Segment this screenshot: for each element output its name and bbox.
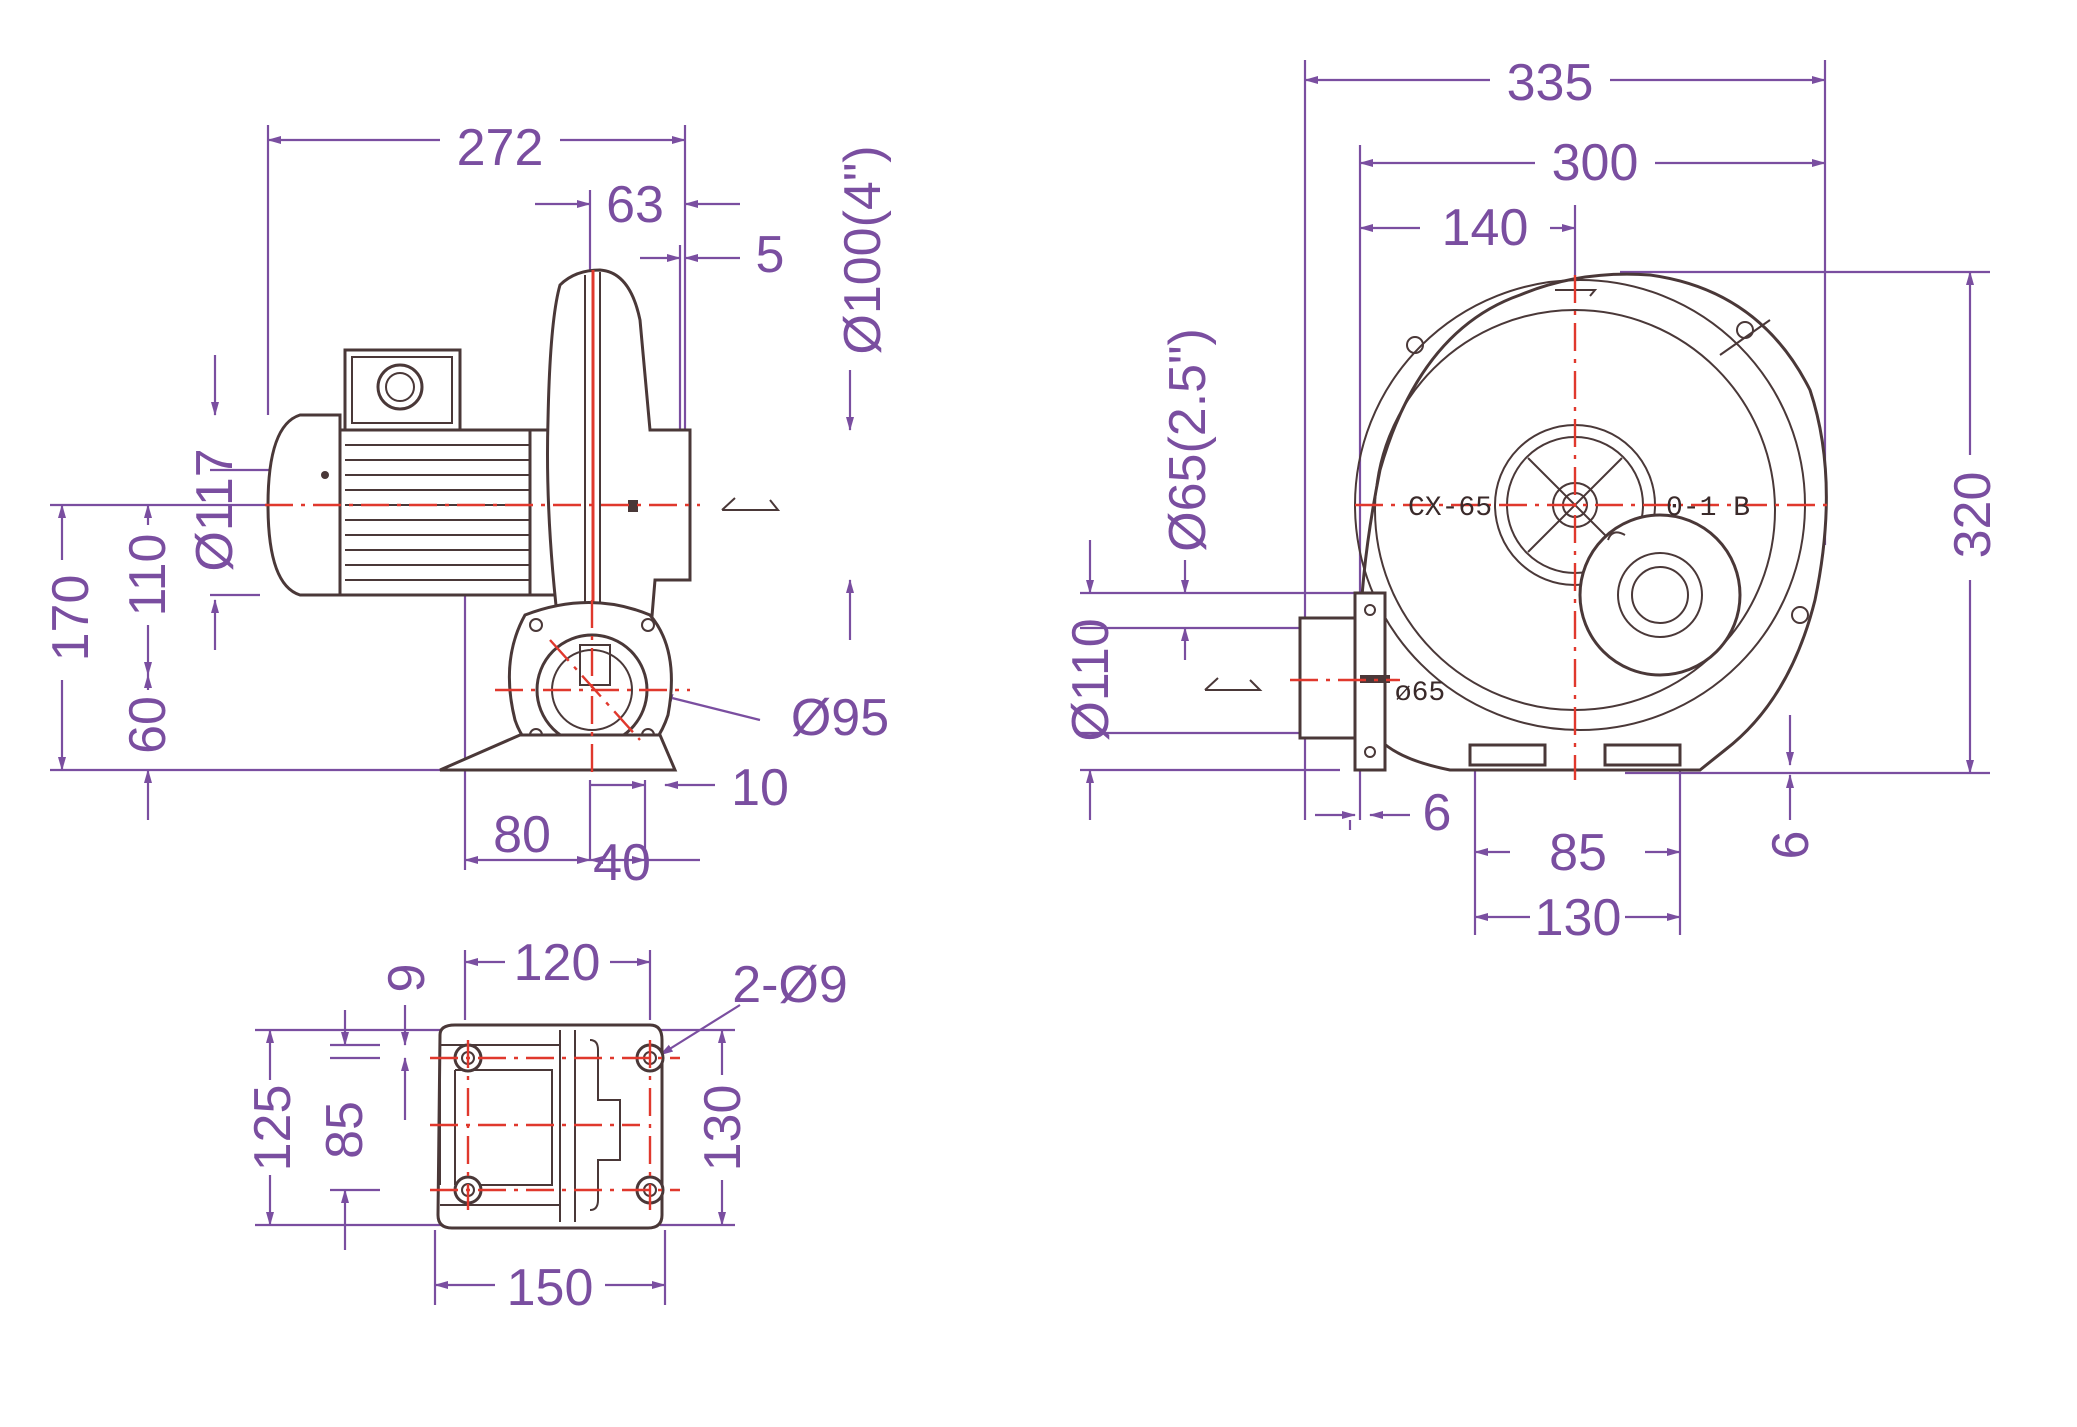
dim-110: 110 (119, 534, 177, 617)
dim-dia95: Ø95 (791, 689, 889, 747)
dim-9: 9 (378, 964, 436, 993)
blower-housing-front (1298, 272, 1828, 772)
model-label: CX-65 (1408, 493, 1492, 524)
airflow-arrow-icon-front (1204, 677, 1263, 691)
front-view: CX-65 0-1 B ø65 335 300 140 320 Ø65(2.5"… (1062, 54, 2002, 947)
dim-300: 300 (1552, 134, 1639, 192)
dim-125: 125 (244, 1085, 302, 1172)
dim-320: 320 (1944, 472, 2002, 559)
dim-63: 63 (606, 176, 664, 234)
dim-40: 40 (593, 834, 651, 892)
dim-80: 80 (493, 806, 551, 864)
dim-10: 10 (731, 759, 789, 817)
model-suffix-label: 0-1 B (1666, 493, 1750, 524)
dim-dia110: Ø110 (1062, 618, 1120, 741)
dim-6-vertical: 6 (1762, 831, 1820, 860)
dim-272: 272 (457, 119, 544, 177)
dim-85-front: 85 (1549, 824, 1607, 882)
dim-dia117: Ø117 (186, 448, 244, 571)
dim-60: 60 (119, 696, 177, 754)
outlet-size-label: ø65 (1395, 678, 1445, 709)
side-base-foot (439, 733, 678, 772)
dim-6-horizontal: 6 (1423, 784, 1452, 842)
side-view: 272 63 5 Ø100(4") Ø117 170 110 60 Ø95 10… (42, 119, 892, 892)
dim-170: 170 (42, 575, 100, 662)
dim-335: 335 (1507, 54, 1594, 112)
dim-130-front: 130 (1535, 889, 1622, 947)
dim-140: 140 (1442, 199, 1529, 257)
airflow-arrow-icon (721, 497, 781, 511)
dim-5: 5 (756, 226, 785, 284)
dim-130-base: 130 (694, 1085, 752, 1172)
dim-150: 150 (507, 1259, 594, 1317)
dim-120: 120 (514, 934, 601, 992)
base-view: 120 9 2-Ø9 125 85 130 150 (244, 934, 848, 1317)
base-plate (436, 1023, 665, 1230)
blower-housing-side (546, 268, 692, 642)
dim-dia100: Ø100(4") (834, 145, 892, 354)
dim-2-holes-dia9: 2-Ø9 (732, 956, 848, 1014)
dim-dia65: Ø65(2.5") (1159, 328, 1217, 552)
motor (266, 348, 557, 597)
dim-85-base: 85 (316, 1101, 374, 1159)
